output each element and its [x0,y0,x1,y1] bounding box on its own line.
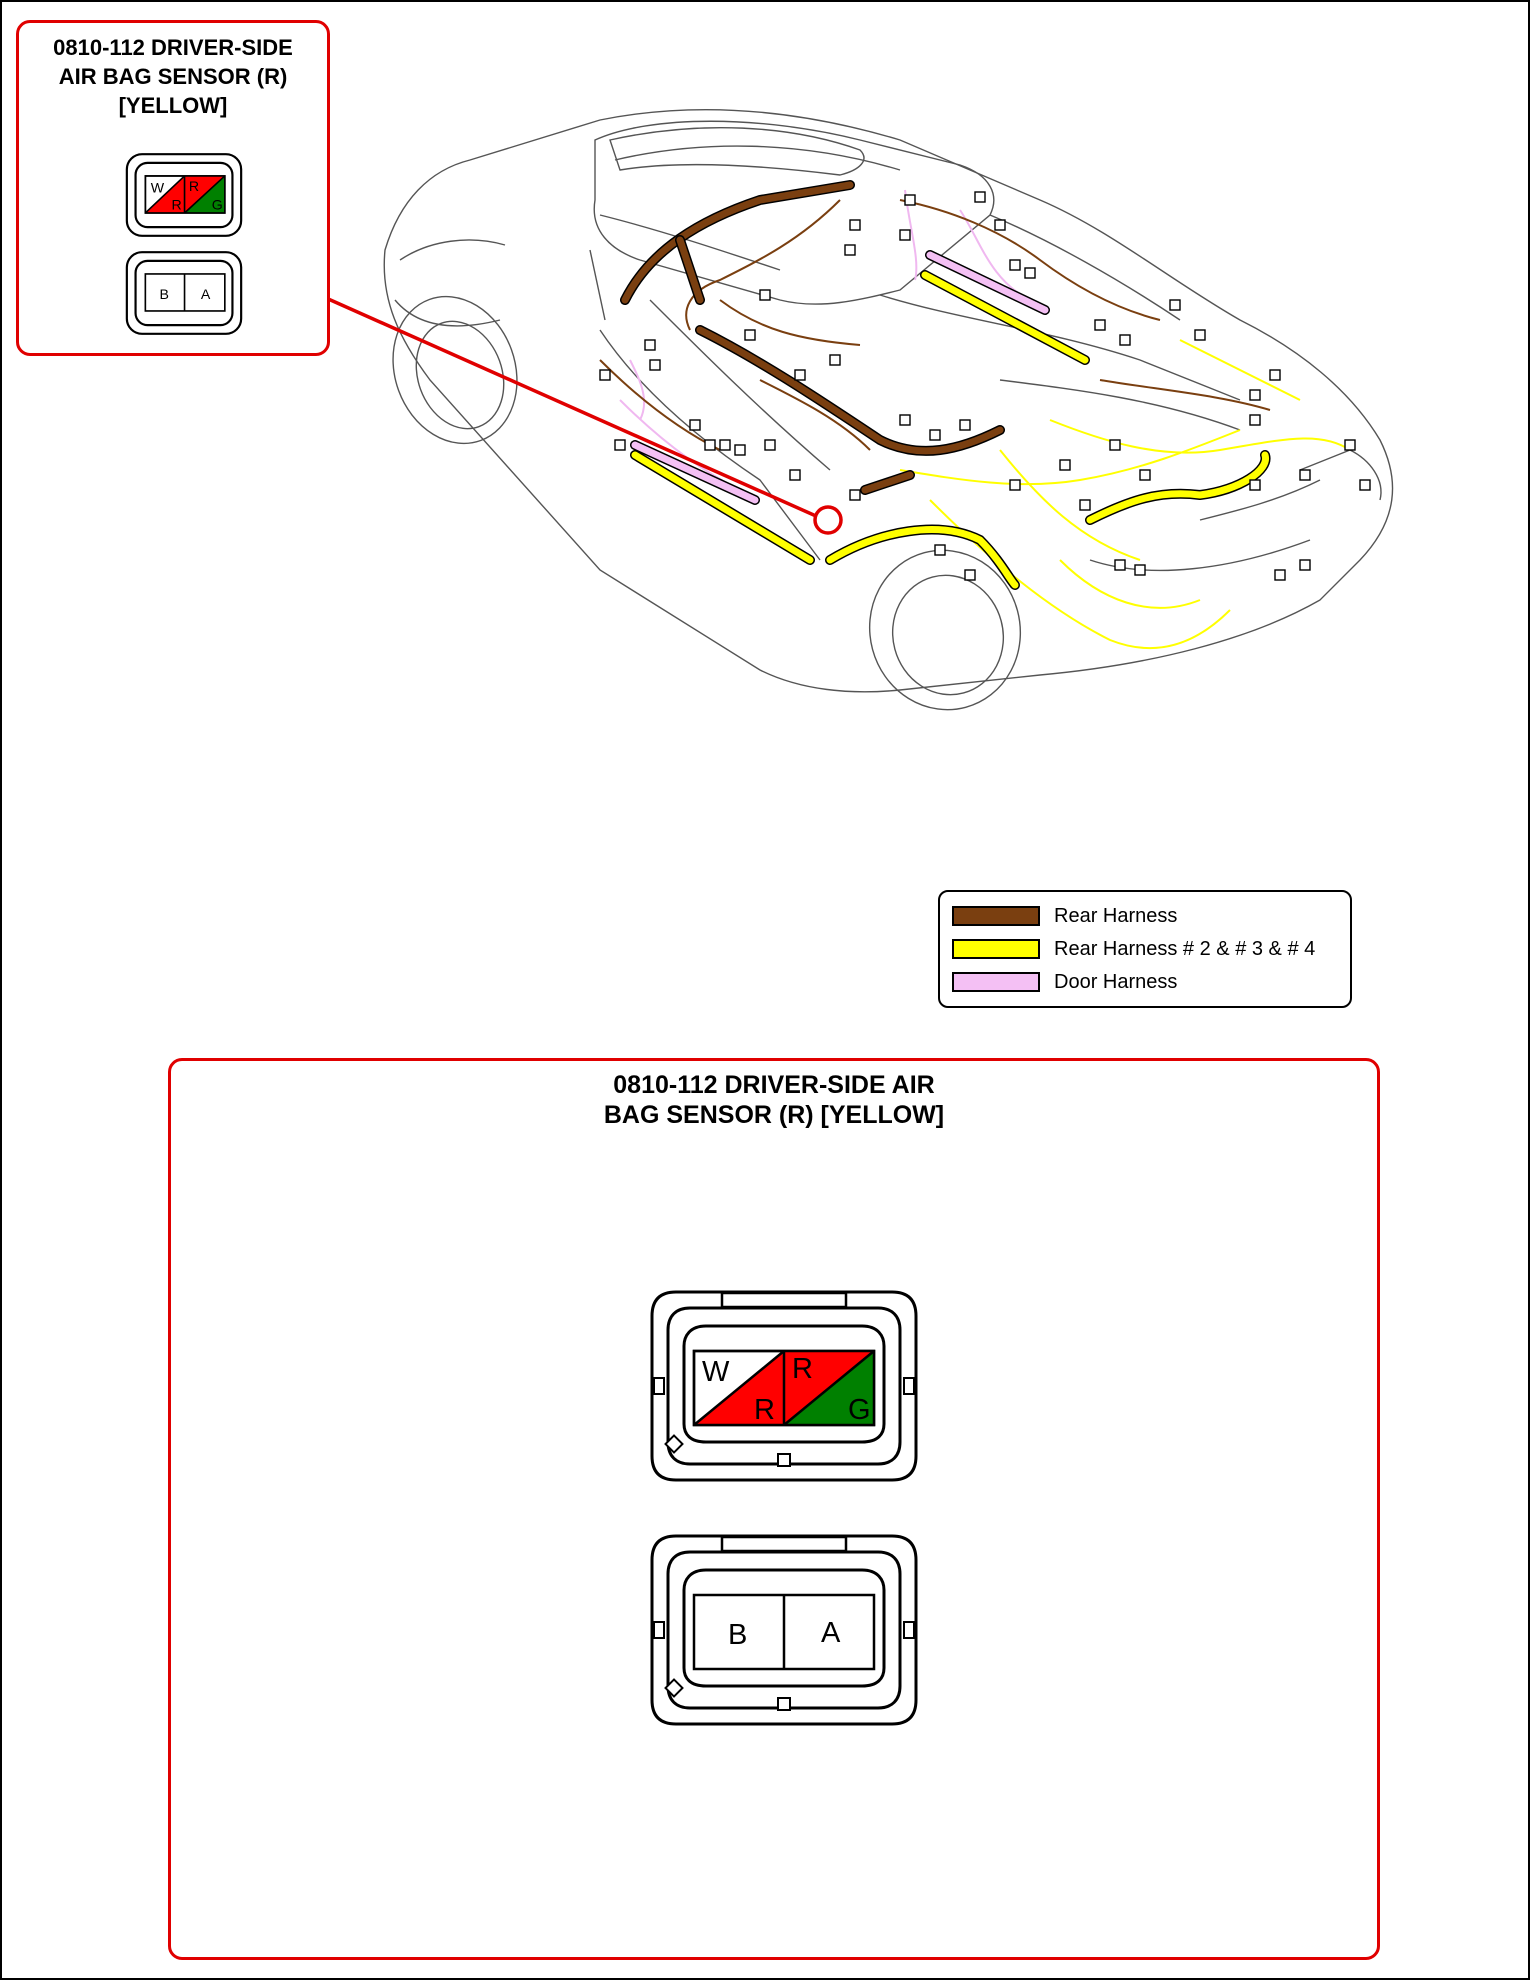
detail-title-line: 0810-112 DRIVER-SIDE AIR [613,1071,935,1099]
inset-title-line: 0810-112 DRIVER-SIDE [53,35,293,60]
car-outline [383,108,1394,693]
leader-line [325,296,817,518]
inset-title-line: [YELLOW] [118,93,228,118]
wheels [392,295,1022,711]
legend-swatch [952,906,1040,926]
terminal-side-connector: B A [650,1534,918,1726]
pin-letter-g: G [848,1394,871,1426]
detail-callout: 0810-112 DRIVER-SIDE AIR BAG SENSOR (R) … [168,1058,1380,1960]
connector-markers [599,191,1371,581]
pin-letter-w: W [702,1356,730,1388]
detail-title: 0810-112 DRIVER-SIDE AIR BAG SENSOR (R) … [171,1070,1377,1130]
inset-pin-letter: G [212,197,223,213]
inset-title-line: AIR BAG SENSOR (R) [58,64,288,89]
pin-letter-b: B [728,1619,747,1651]
detail-title-line: BAG SENSOR (R) [YELLOW] [603,1101,945,1129]
inset-pin-letter: R [189,178,199,194]
inset-harness-side-connector: W R R G [125,153,243,237]
legend-label: Door Harness [1054,970,1178,993]
legend-item: Rear Harness # 2 & # 3 & # 4 [952,937,1315,961]
inset-pin-letter: A [201,286,211,302]
pin-letter-a: A [821,1617,841,1649]
legend-label: Rear Harness # 2 & # 3 & # 4 [1054,937,1316,960]
inset-pin-letter: R [171,197,181,213]
pin-letter-r: R [754,1394,775,1426]
legend-item: Rear Harness [952,904,1177,928]
legend-swatch [952,939,1040,959]
legend-swatch [952,972,1040,992]
sensor-location-marker [813,505,843,535]
rear-harness-2-3-4-wires [899,339,1351,649]
harness-legend: Rear Harness Rear Harness # 2 & # 3 & # … [938,890,1352,1008]
legend-item: Door Harness [952,970,1177,994]
legend-label: Rear Harness [1054,904,1178,927]
vehicle-harness-diagram [325,108,1394,711]
harness-trunks [620,180,1271,590]
inset-title: 0810-112 DRIVER-SIDE AIR BAG SENSOR (R) … [19,33,327,120]
inset-terminal-side-connector: B A [125,251,243,335]
pin-letter-r: R [792,1353,813,1385]
inset-pin-letter: W [151,179,165,195]
inset-pin-letter: B [160,286,169,302]
rear-harness-wires [599,199,1271,451]
harness-side-connector: W R R G [650,1290,918,1482]
